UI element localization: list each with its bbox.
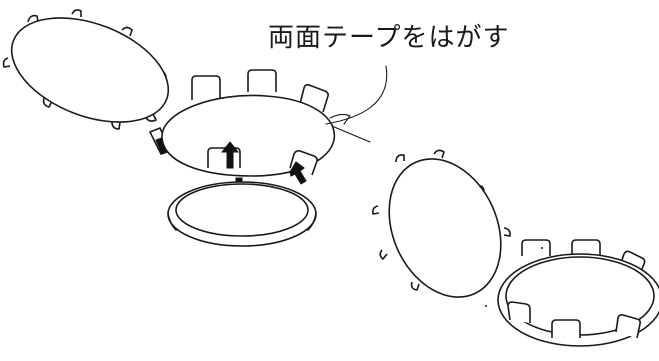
callout-label: 両面テープをはがす — [268, 23, 510, 53]
speck-marks — [485, 247, 543, 307]
cap-top-tabs — [191, 69, 329, 113]
base-ring — [167, 181, 317, 247]
tape-peel-icon — [329, 113, 371, 143]
assembled-base — [497, 239, 659, 347]
opened-cover-disc — [372, 149, 511, 298]
callout-leader-line — [325, 65, 388, 125]
separated-cover-disc — [2, 9, 170, 130]
cap-with-tabs — [161, 69, 336, 177]
